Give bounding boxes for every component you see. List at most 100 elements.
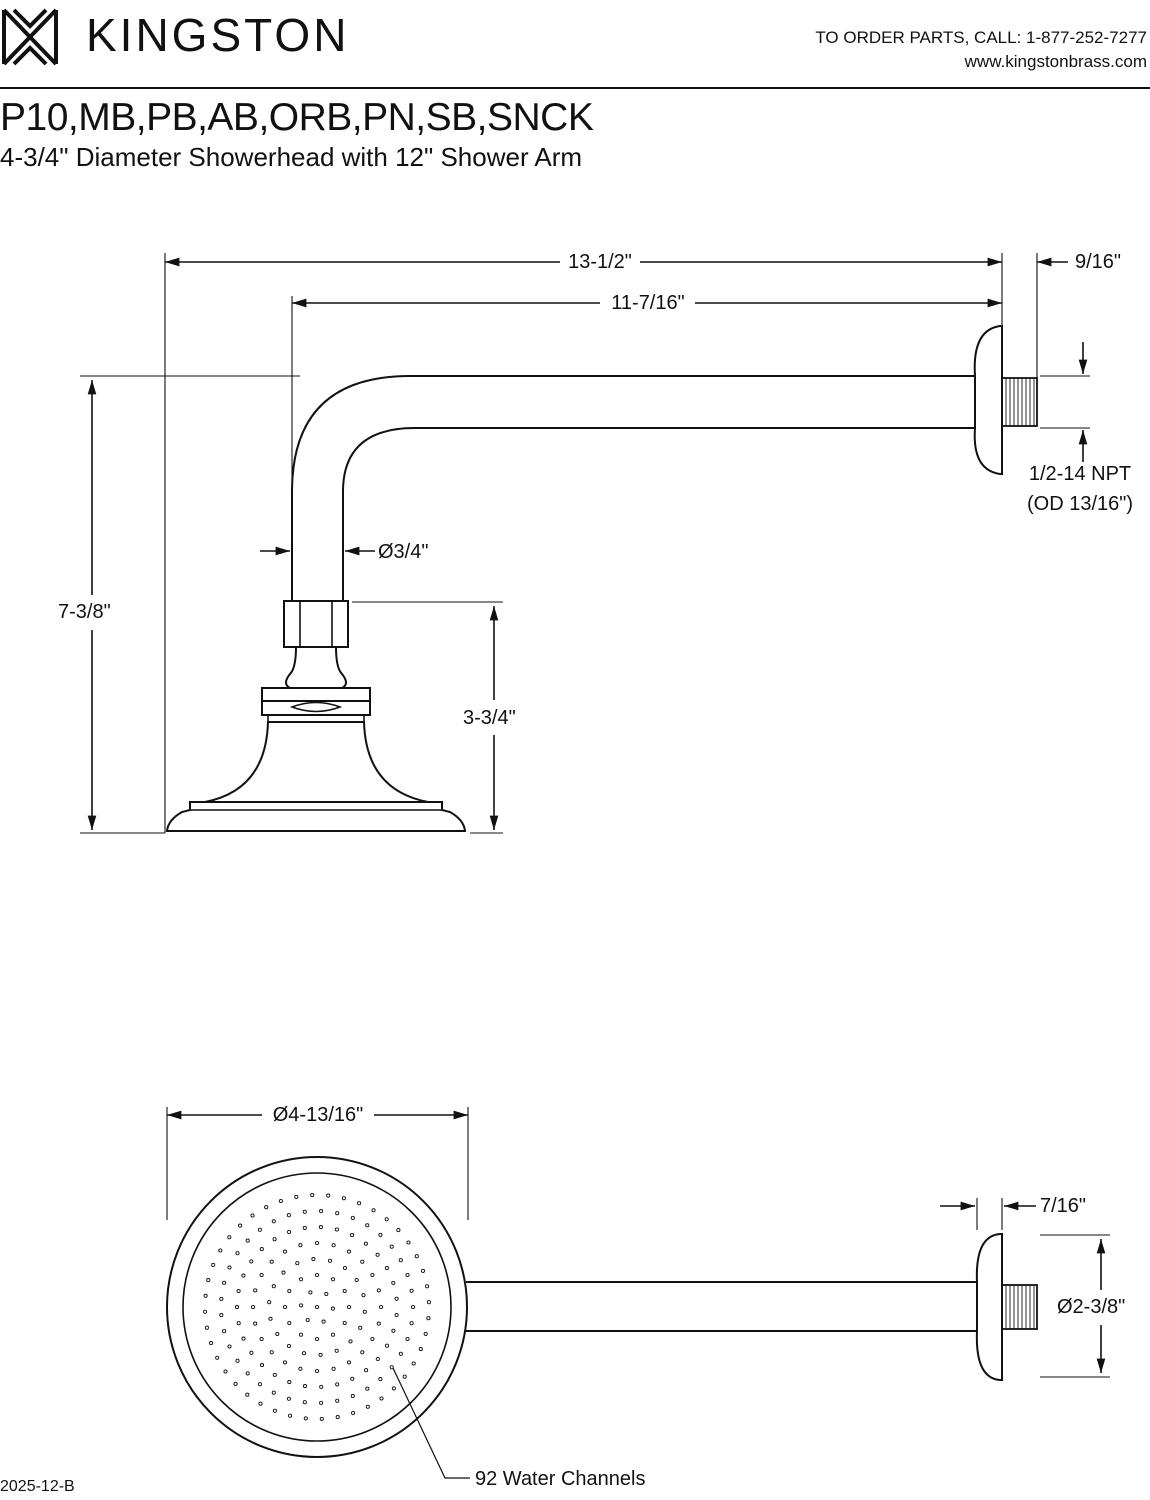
nozzle-dot: [378, 1304, 384, 1310]
nozzle-dot: [282, 1304, 288, 1310]
website-link[interactable]: www.kingstonbrass.com: [964, 52, 1147, 71]
dim-flange-diameter: Ø2-3/8": [1057, 1296, 1125, 1318]
nozzle-dot: [331, 1243, 336, 1248]
nozzle-dot: [298, 1277, 304, 1282]
nozzle-dot: [259, 1336, 264, 1342]
nozzle-dot: [211, 1262, 216, 1267]
nozzle-dot: [269, 1259, 274, 1264]
nozzle-dot: [330, 1277, 336, 1282]
nozzle-dot: [342, 1320, 347, 1326]
nozzle-dot: [405, 1272, 410, 1278]
nozzle-dot: [389, 1365, 394, 1370]
nozzle-dot: [219, 1296, 224, 1301]
nozzle-dot: [420, 1268, 426, 1273]
showerhead-face-inner: [182, 1172, 452, 1442]
nozzle-dot: [335, 1211, 340, 1216]
dim-head-diameter: Ø4-13/16": [273, 1104, 364, 1126]
nozzle-dot: [350, 1376, 355, 1381]
nozzle-dot: [227, 1265, 232, 1270]
nozzle-dot: [411, 1361, 416, 1366]
nozzle-dot: [286, 1343, 292, 1349]
dim-thread-spec: 1/2-14 NPT: [1029, 463, 1131, 485]
nozzle-dot: [287, 1380, 292, 1385]
nozzle-dot: [426, 1316, 431, 1321]
nozzle-dot: [376, 1288, 381, 1293]
nozzle-dot: [319, 1416, 324, 1421]
nozzle-dot: [398, 1351, 403, 1356]
nozzle-dot: [370, 1272, 375, 1278]
nozzle-dot: [327, 1258, 333, 1263]
nozzle-dot: [203, 1293, 208, 1298]
revision-code: 2025-12-B: [0, 1478, 75, 1495]
nozzle-dot: [360, 1350, 365, 1355]
nozzle-dot: [222, 1329, 227, 1334]
nozzle-dot: [426, 1300, 431, 1305]
threaded-connector: [1001, 377, 1038, 427]
nozzle-dot: [227, 1235, 232, 1240]
nozzle-dot: [391, 1280, 396, 1285]
nozzle-dot: [361, 1293, 366, 1298]
dim-thread-length: 9/16": [1075, 251, 1121, 273]
nozzle-dot: [384, 1266, 389, 1271]
nozzle-dot: [379, 1396, 384, 1401]
nozzle-dot: [350, 1394, 355, 1399]
nozzle-dot: [324, 1291, 329, 1297]
nozzle-dot: [253, 1321, 258, 1326]
nozzle-dot: [305, 1317, 310, 1323]
nozzle-dot: [360, 1259, 365, 1264]
nozzle-dot: [281, 1270, 286, 1275]
nozzle-dot: [364, 1368, 369, 1373]
nozzle-dot: [365, 1386, 370, 1391]
nozzle-dot: [405, 1336, 410, 1342]
nozzle-dot: [250, 1213, 255, 1218]
nozzle-dot: [354, 1277, 359, 1283]
dim-head-height: 3-3/4": [463, 707, 516, 729]
nozzle-dot: [302, 1400, 307, 1405]
water-channels-label: 92 Water Channels: [475, 1468, 645, 1490]
nozzle-dot: [303, 1416, 308, 1421]
nozzle-dot: [319, 1384, 324, 1389]
nozzle-dot: [334, 1227, 339, 1232]
nozzle-dot: [346, 1304, 352, 1310]
nozzle-dot: [350, 1215, 355, 1220]
nozzle-dot: [346, 1360, 352, 1365]
nozzle-dot: [346, 1249, 352, 1254]
nozzle-dot: [264, 1205, 269, 1210]
nozzle-dot: [257, 1227, 262, 1232]
nozzle-dot: [409, 1288, 414, 1293]
nozzle-dot: [391, 1328, 396, 1333]
nozzle-dot: [302, 1209, 307, 1214]
nozzle-dot: [298, 1366, 303, 1371]
nozzle-dot: [314, 1272, 320, 1278]
nozzle-dot: [208, 1341, 214, 1346]
nozzle-dot: [375, 1356, 380, 1362]
nozzle-dot: [406, 1240, 411, 1245]
nozzle-dot: [269, 1350, 274, 1355]
side-view: [80, 253, 1090, 834]
nozzle-dot: [203, 1309, 208, 1314]
nozzle-dot: [334, 1348, 339, 1353]
nozzle-dot: [378, 1377, 383, 1382]
nozzle-dot: [365, 1223, 370, 1228]
nozzle-dot: [215, 1355, 220, 1360]
nozzle-dot: [335, 1415, 340, 1420]
nozzle-dot: [335, 1382, 340, 1387]
nozzle-dot: [414, 1254, 419, 1259]
nozzle-dot: [286, 1213, 291, 1218]
nozzle-dot: [249, 1350, 254, 1355]
nozzle-dot: [335, 1398, 340, 1403]
nozzle-dot: [331, 1366, 336, 1371]
nozzle-dot: [308, 1290, 313, 1295]
contact-block: TO ORDER PARTS, CALL: 1-877-252-7277 www…: [815, 26, 1147, 74]
nozzle-dot: [272, 1372, 277, 1377]
nozzle-dot: [418, 1347, 423, 1352]
nozzle-dot: [259, 1272, 264, 1278]
nozzle-dot: [227, 1344, 232, 1349]
nozzle-dot: [299, 1303, 304, 1308]
nozzle-dot: [319, 1209, 324, 1214]
dim-overall-length: 13-1/2": [568, 251, 632, 273]
nozzle-dot: [233, 1381, 238, 1386]
showerhead-face-outer: [166, 1156, 468, 1458]
nozzle-dot: [358, 1325, 363, 1330]
nozzle-dot: [396, 1228, 401, 1233]
